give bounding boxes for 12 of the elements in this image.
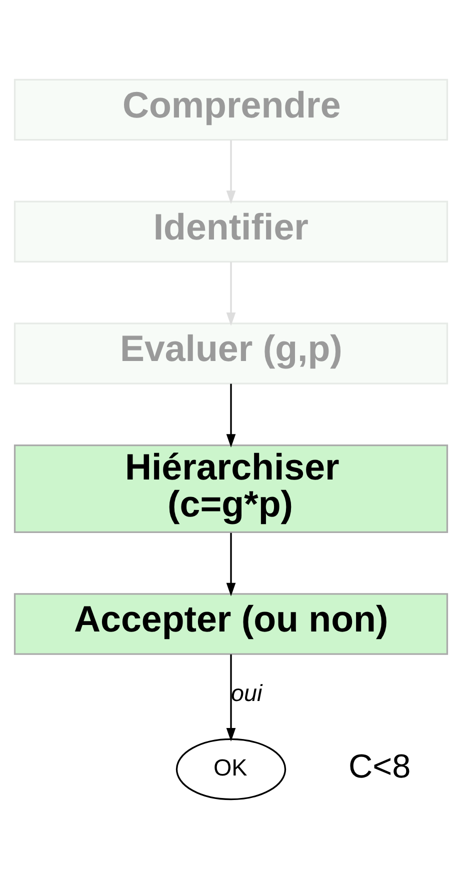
arrow xyxy=(226,262,236,326)
arrow xyxy=(226,384,236,448)
label: C<8 xyxy=(348,748,411,786)
node-box: Evaluer (g,p) xyxy=(14,322,448,384)
arrow xyxy=(226,532,236,596)
arrow xyxy=(226,140,236,204)
node-ellipse: OK xyxy=(176,738,286,800)
node-box: Hiérarchiser (c=g*p) xyxy=(14,444,448,533)
node-box: Accepter (ou non) xyxy=(14,593,448,655)
node-box: Identifier xyxy=(14,200,448,262)
arrow xyxy=(226,654,236,742)
node-box: Comprendre xyxy=(14,78,448,141)
